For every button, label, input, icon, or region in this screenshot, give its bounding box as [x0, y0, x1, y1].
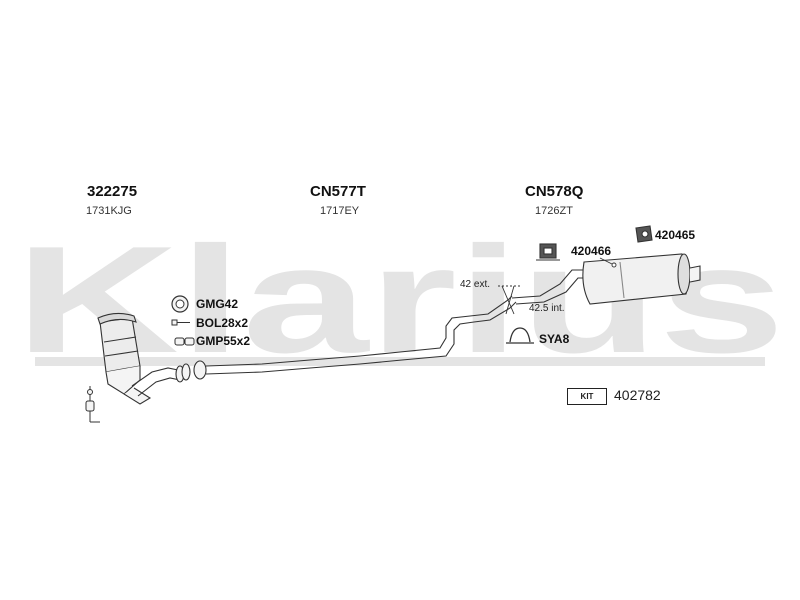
- joint-dimension-marks: [498, 285, 520, 315]
- gasket-icon: [171, 295, 189, 313]
- kit-number: 402782: [614, 387, 661, 403]
- dimension-ext-label: 42 ext.: [460, 279, 491, 290]
- middle-pipe: [193, 295, 517, 380]
- rear-silencer: [511, 253, 701, 305]
- front-pipe: [131, 363, 191, 397]
- mount-b-icon: [635, 225, 653, 243]
- mount-a-label: 420466: [571, 244, 612, 258]
- watermark-underline: [35, 357, 765, 366]
- mount-b-label: 420465: [655, 228, 696, 242]
- oxygen-sensor: [85, 386, 100, 423]
- hanger-icon: [506, 327, 534, 344]
- bolts-label: BOL28x2: [196, 316, 249, 330]
- clamp-icon: [174, 337, 195, 346]
- part-number-middle: CN577T: [310, 183, 366, 200]
- kit-badge-text: KIT: [580, 392, 594, 401]
- part-ref-catalyst: 1731KJG: [86, 205, 132, 217]
- part-ref-middle: 1717EY: [320, 205, 360, 217]
- gasket-label: GMG42: [196, 297, 239, 311]
- mount-a-leader: [599, 257, 617, 268]
- bolt-icon: [171, 319, 190, 326]
- part-ref-rear: 1726ZT: [535, 205, 573, 217]
- part-number-rear: CN578Q: [525, 183, 584, 200]
- catalytic-converter: [97, 312, 152, 405]
- part-number-catalyst: 322275: [87, 183, 138, 200]
- dimension-int-label: 42.5 int.: [529, 303, 565, 314]
- hanger-label: SYA8: [539, 332, 570, 346]
- mount-a-icon: [536, 243, 560, 261]
- clamps-label: GMP55x2: [196, 334, 251, 348]
- watermark-logo: Klarius: [15, 215, 785, 385]
- kit-badge: KIT: [567, 388, 607, 405]
